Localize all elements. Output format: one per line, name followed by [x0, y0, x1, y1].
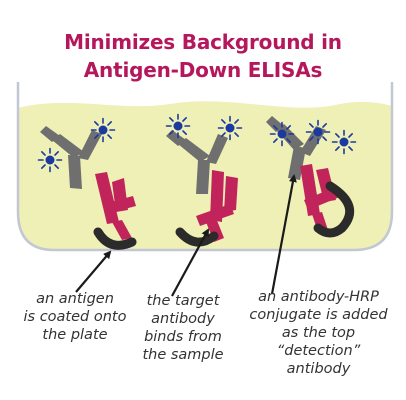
complex-target-bound — [165, 113, 243, 247]
target-antibody-icon — [95, 172, 136, 240]
antigen-icon — [93, 227, 137, 250]
caption-line: binds from — [144, 329, 222, 345]
caption-line: the plate — [42, 327, 108, 343]
caption-antigen: an antigen is coated onto the plate — [0, 290, 150, 344]
title-line-2: Antigen-Down ELISAs — [83, 58, 323, 82]
antigen-icon — [313, 181, 355, 238]
caption-line: “detection” — [276, 343, 361, 359]
caption-line: conjugate is added — [249, 307, 388, 323]
caption-line: as the top — [281, 325, 356, 341]
title-line-1: Minimizes Background in — [64, 30, 342, 54]
well-outline — [16, 82, 394, 252]
caption-line: antibody — [286, 361, 351, 377]
caption-line: an antigen — [36, 291, 114, 307]
antigen-icon — [175, 227, 219, 247]
complex-antigen-only — [37, 117, 137, 250]
caption-line: an antibody-HRP — [258, 289, 379, 305]
arrow-icon — [75, 174, 297, 297]
complex-full-sandwich — [266, 116, 357, 238]
caption-target-antibody: the target antibody binds from the sampl… — [128, 292, 238, 364]
caption-line: the sample — [142, 347, 224, 363]
target-antibody-icon — [196, 170, 238, 242]
caption-conjugate: an antibody-HRP conjugate is added as th… — [236, 288, 401, 378]
caption-line: antibody — [151, 311, 215, 327]
caption-line: the target — [146, 293, 220, 309]
caption-line: is coated onto — [23, 309, 127, 325]
